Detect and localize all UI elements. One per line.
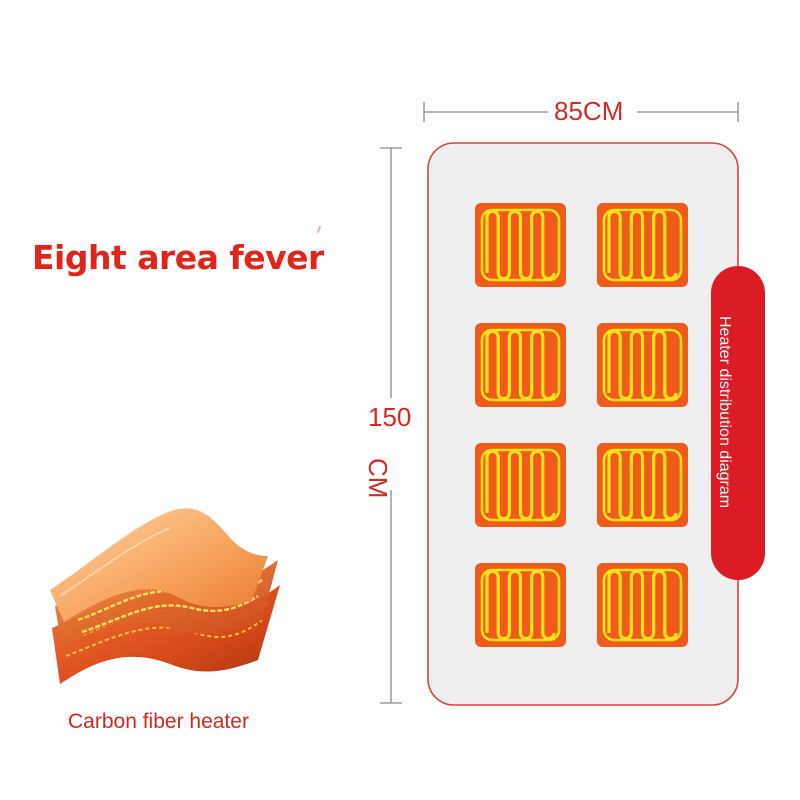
width-label: 85CM [554, 96, 624, 126]
side-tab [711, 266, 765, 580]
heater-caption: Carbon fiber heater [68, 710, 249, 733]
heater-zone [597, 443, 688, 527]
width-dimension-line [423, 102, 739, 122]
heater-zone [475, 323, 566, 407]
heater-zones [475, 203, 688, 647]
heater-zone [597, 323, 688, 407]
carbon-fiber-heater-illustration [50, 508, 280, 684]
headline: Eight area fever [32, 238, 324, 277]
height-number-label: 150 [368, 402, 412, 432]
heater-zone [597, 563, 688, 647]
height-unit-label: CM [363, 458, 393, 499]
heater-zone [475, 203, 566, 287]
side-tab-label: Heater distribution diagram [716, 316, 733, 509]
heater-zone [475, 443, 566, 527]
blanket-outline [427, 142, 739, 706]
heater-zone [475, 563, 566, 647]
heater-zone [597, 203, 688, 287]
height-dimension-line [380, 147, 402, 704]
